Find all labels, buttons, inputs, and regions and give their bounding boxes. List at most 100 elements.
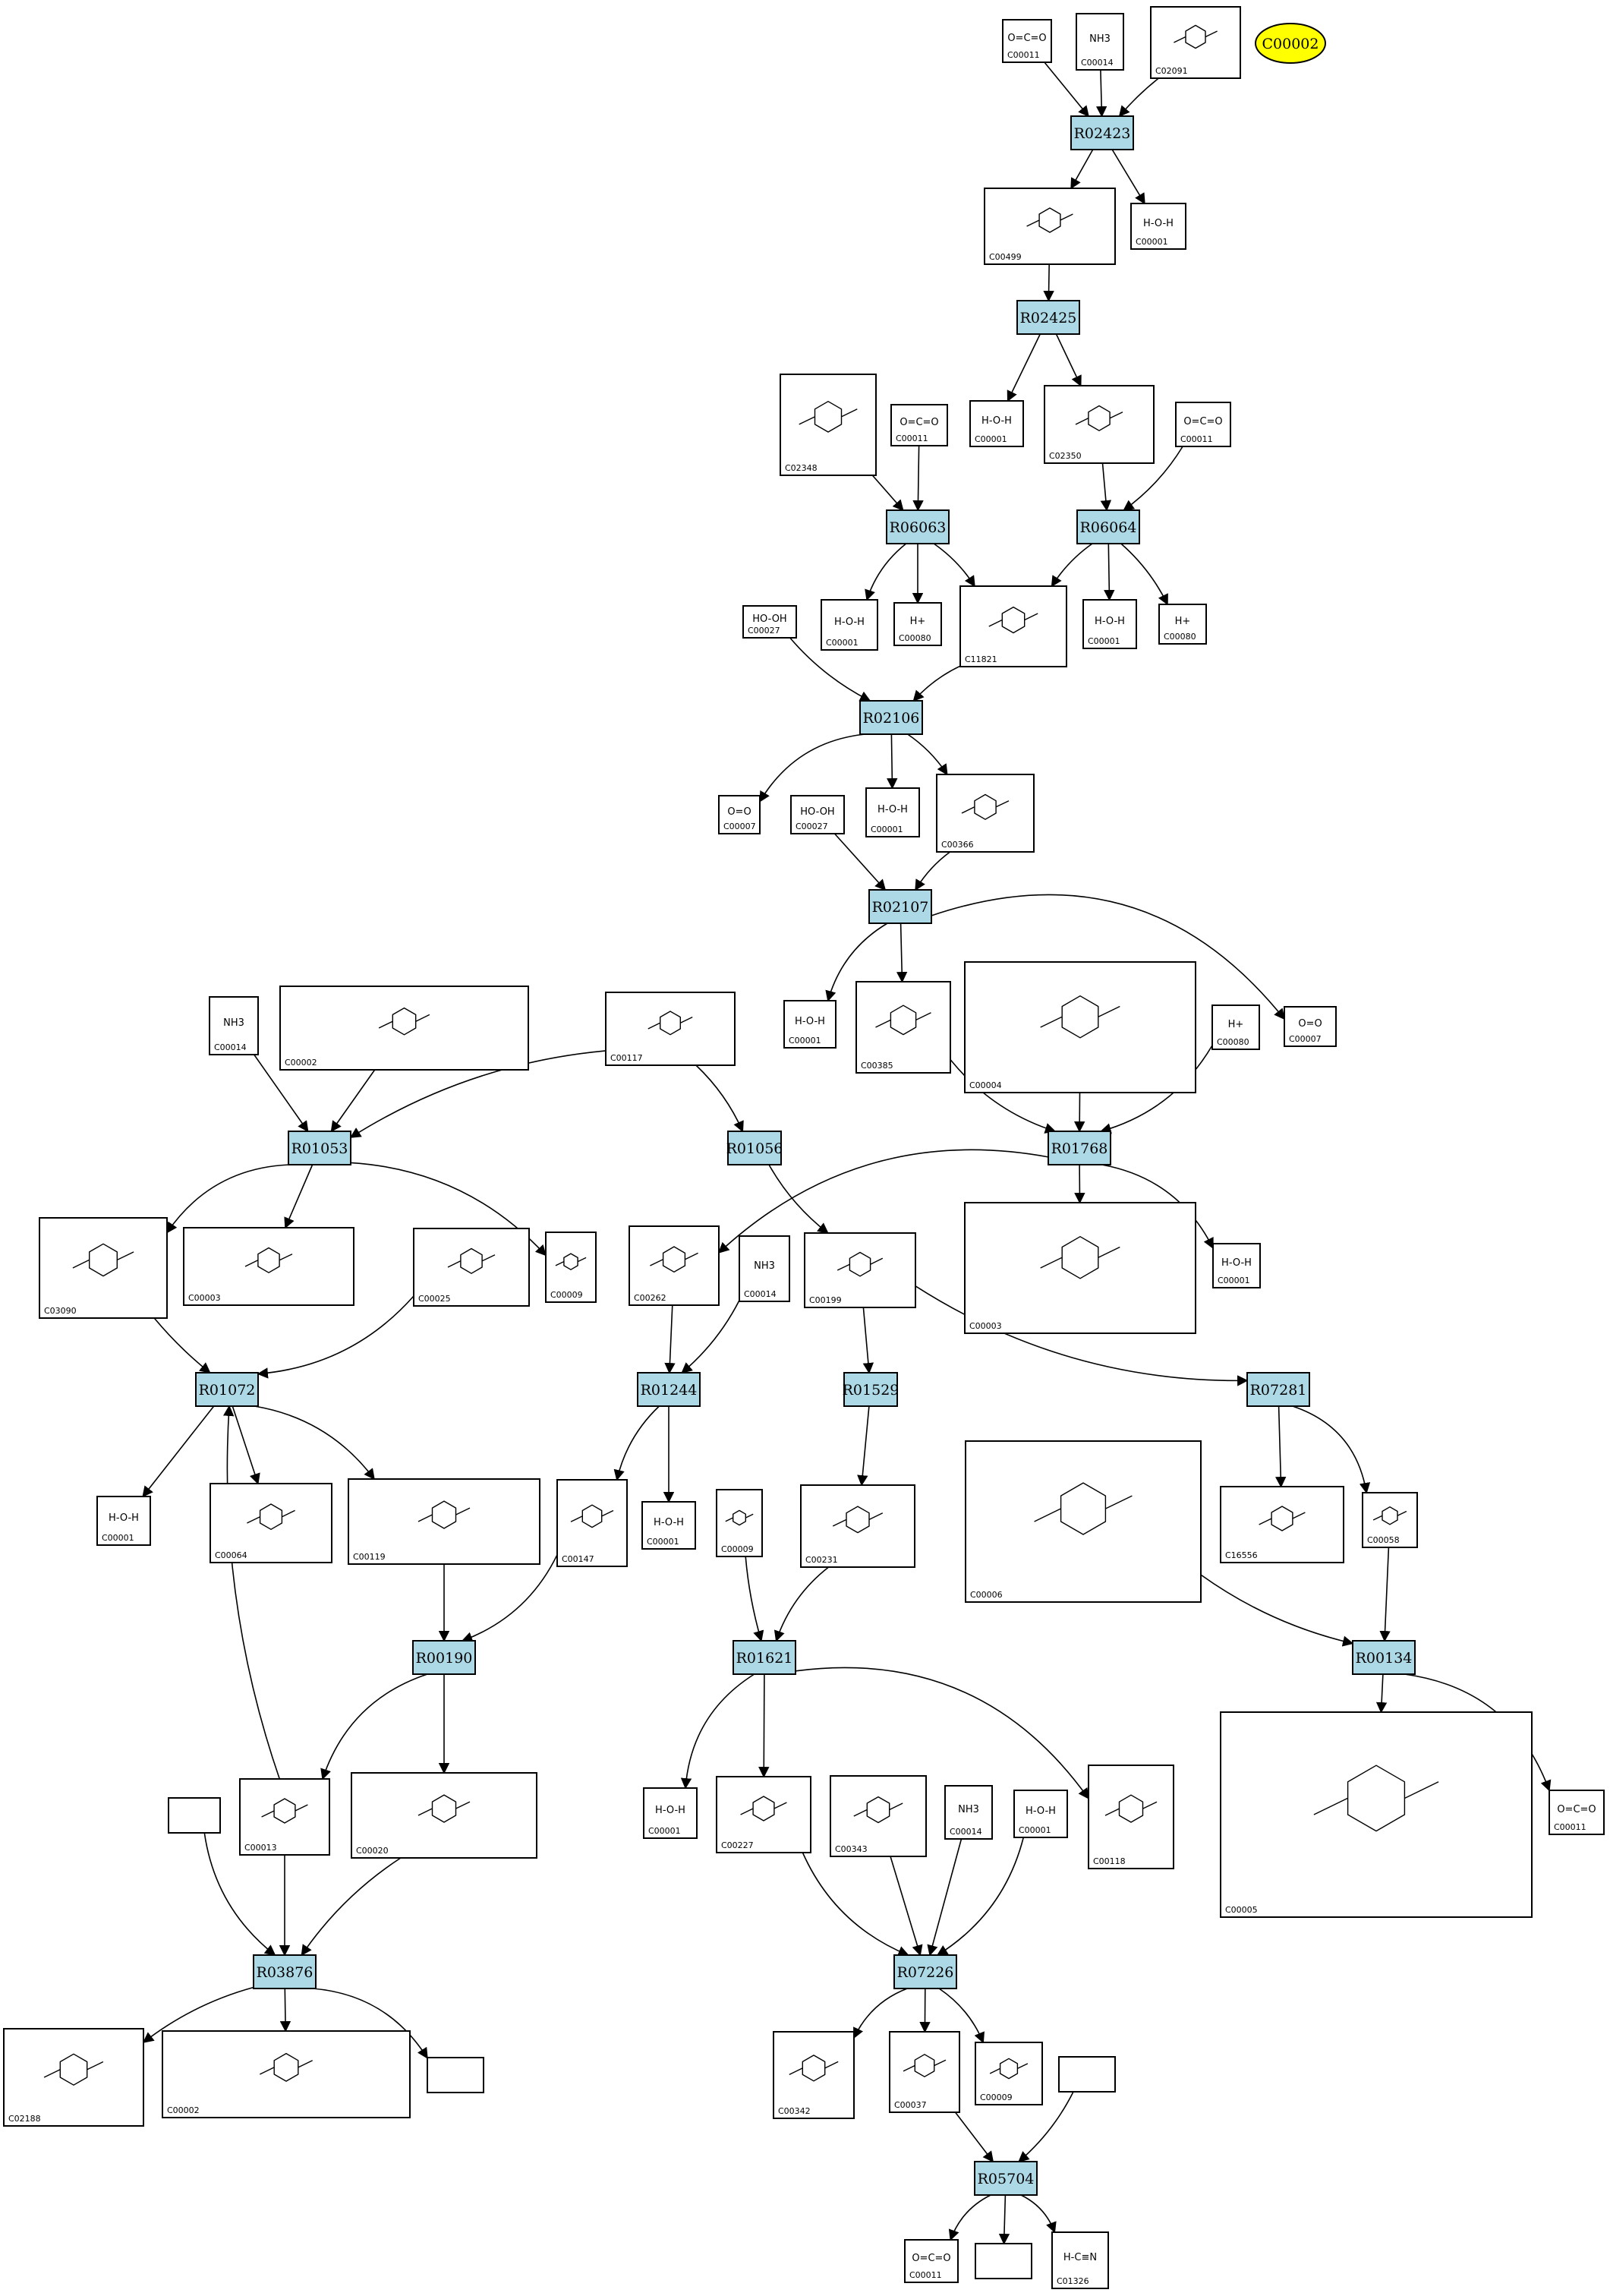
compound-box[interactable] bbox=[964, 1202, 1196, 1334]
reaction-node[interactable]: R01529 bbox=[843, 1372, 900, 1407]
compound-box[interactable] bbox=[1088, 1765, 1174, 1869]
reaction-node[interactable]: R03876 bbox=[253, 1954, 317, 1989]
compound-box[interactable] bbox=[975, 2243, 1032, 2279]
reaction-node[interactable]: R07281 bbox=[1246, 1372, 1310, 1407]
compound-box[interactable] bbox=[889, 2031, 960, 2113]
reaction-box[interactable] bbox=[195, 1372, 259, 1407]
compound-box[interactable] bbox=[964, 961, 1196, 1093]
reaction-box[interactable] bbox=[886, 509, 950, 544]
compound-node[interactable]: C16556 bbox=[1220, 1486, 1344, 1563]
compound-box[interactable] bbox=[1158, 604, 1207, 645]
compound-box[interactable] bbox=[1549, 1790, 1605, 1835]
compound-node[interactable]: C00003 bbox=[964, 1202, 1196, 1334]
compound-node[interactable]: C00499 bbox=[984, 188, 1116, 265]
reaction-node[interactable]: R02106 bbox=[859, 700, 923, 735]
reaction-node[interactable]: R07226 bbox=[893, 1954, 957, 1989]
compound-box[interactable] bbox=[716, 1489, 763, 1557]
compound-box[interactable] bbox=[965, 1440, 1202, 1603]
compound-box[interactable] bbox=[742, 605, 797, 639]
compound-box[interactable] bbox=[984, 188, 1116, 265]
compound-box[interactable] bbox=[865, 787, 920, 837]
compound-node[interactable]: C00004 bbox=[964, 961, 1196, 1093]
reaction-node[interactable]: R01072 bbox=[195, 1372, 259, 1407]
compound-node[interactable]: C00006 bbox=[965, 1440, 1202, 1603]
compound-box[interactable] bbox=[855, 981, 951, 1074]
reaction-node[interactable]: R06064 bbox=[1076, 509, 1140, 544]
reaction-box[interactable] bbox=[1016, 300, 1080, 335]
compound-node[interactable]: C00013 bbox=[239, 1778, 330, 1856]
compound-node[interactable]: C00064 bbox=[210, 1483, 332, 1563]
reaction-node[interactable]: R01621 bbox=[733, 1640, 796, 1675]
compound-box[interactable] bbox=[1076, 13, 1124, 71]
compound-box[interactable] bbox=[209, 996, 259, 1055]
compound-box[interactable] bbox=[556, 1479, 628, 1567]
reaction-node[interactable]: R00134 bbox=[1352, 1640, 1416, 1675]
compound-box[interactable] bbox=[641, 1501, 696, 1550]
compound-box[interactable] bbox=[545, 1232, 597, 1303]
compound-box[interactable] bbox=[790, 795, 845, 834]
reaction-node[interactable]: R00190 bbox=[412, 1640, 476, 1675]
compound-box[interactable] bbox=[351, 1772, 537, 1859]
reaction-box[interactable] bbox=[1352, 1640, 1416, 1675]
reaction-box[interactable] bbox=[637, 1372, 701, 1407]
compound-node[interactable]: C02348 bbox=[780, 374, 877, 476]
reaction-node[interactable]: R02425 bbox=[1016, 300, 1080, 335]
compound-box[interactable] bbox=[1175, 402, 1231, 447]
compound-box[interactable] bbox=[800, 1484, 915, 1568]
highlight-node[interactable]: C00002 bbox=[1255, 23, 1326, 64]
compound-box[interactable] bbox=[944, 1785, 993, 1840]
compound-box[interactable] bbox=[348, 1478, 540, 1565]
compound-node[interactable]: C00025 bbox=[413, 1228, 530, 1307]
compound-box[interactable] bbox=[773, 2031, 855, 2119]
compound-box[interactable] bbox=[39, 1217, 168, 1319]
compound-box[interactable] bbox=[783, 1000, 837, 1049]
compound-node[interactable]: H+C00080 bbox=[893, 602, 942, 646]
reaction-box[interactable] bbox=[1048, 1131, 1111, 1165]
compound-node[interactable]: C00342 bbox=[773, 2031, 855, 2119]
compound-box[interactable] bbox=[427, 2057, 484, 2093]
compound-box[interactable] bbox=[643, 1787, 698, 1839]
compound-node[interactable]: C00262 bbox=[629, 1225, 720, 1306]
compound-box[interactable] bbox=[168, 1797, 221, 1834]
compound-box[interactable] bbox=[936, 774, 1035, 853]
compound-box[interactable] bbox=[959, 585, 1067, 667]
reaction-node[interactable]: R02107 bbox=[868, 889, 932, 924]
reaction-box[interactable] bbox=[288, 1131, 351, 1165]
reaction-box[interactable] bbox=[733, 1640, 796, 1675]
compound-box[interactable] bbox=[1051, 2231, 1109, 2289]
compound-node[interactable]: C00147 bbox=[556, 1479, 628, 1567]
compound-box[interactable] bbox=[716, 1776, 811, 1853]
compound-box[interactable] bbox=[804, 1232, 916, 1308]
reaction-box[interactable] bbox=[253, 1954, 317, 1989]
reaction-box[interactable] bbox=[843, 1372, 898, 1407]
compound-box[interactable] bbox=[1002, 19, 1052, 63]
reaction-node[interactable]: R01053 bbox=[288, 1131, 351, 1165]
reaction-box[interactable] bbox=[893, 1954, 957, 1989]
compound-box[interactable] bbox=[605, 992, 736, 1066]
compound-node[interactable]: C00385 bbox=[855, 981, 951, 1074]
compound-node[interactable]: C00118 bbox=[1088, 1765, 1174, 1869]
reaction-box[interactable] bbox=[974, 2161, 1038, 2196]
compound-node[interactable]: C02350 bbox=[1044, 385, 1155, 464]
compound-node[interactable]: C00119 bbox=[348, 1478, 540, 1565]
compound-box[interactable] bbox=[1220, 1486, 1344, 1563]
compound-node[interactable]: C00058 bbox=[1362, 1492, 1418, 1548]
reaction-box[interactable] bbox=[1246, 1372, 1310, 1407]
compound-box[interactable] bbox=[162, 2030, 411, 2118]
reaction-box[interactable] bbox=[727, 1131, 782, 1165]
